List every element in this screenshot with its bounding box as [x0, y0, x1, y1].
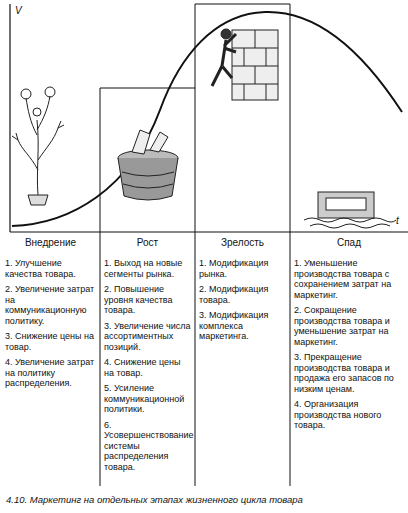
stage-action: 1. Уменьшение производства товара с сохр…	[294, 258, 404, 300]
axis-label: t	[396, 216, 399, 227]
y-axis	[9, 4, 10, 232]
pot	[28, 195, 48, 205]
body	[212, 34, 236, 86]
plant-illustration	[12, 87, 64, 205]
water	[310, 224, 390, 228]
stage-heading: Спад	[294, 237, 404, 249]
column-dividers	[100, 4, 290, 486]
wall	[232, 30, 278, 100]
head	[221, 29, 231, 39]
stage-action: 5. Усиление коммуникационной политики.	[104, 383, 191, 415]
axes	[10, 4, 408, 232]
stage-action: 2. Повышение уровня качества товара.	[104, 284, 191, 316]
divider	[290, 4, 291, 486]
stage-action: 3. Снижение цены на товар.	[5, 331, 96, 352]
stage-action: 3. Увеличение числа ассортиментных позиц…	[104, 321, 191, 353]
stage-action: 6. Усовершенствование системы распределе…	[104, 420, 191, 473]
stage-action: 4. Увеличение затрат на политику распред…	[5, 357, 96, 389]
stage-action: 4. Организация производства нового товар…	[294, 399, 404, 431]
flower	[33, 108, 41, 116]
climber-illustration	[212, 29, 278, 100]
divider	[195, 4, 196, 486]
stage-heading: Внедрение	[5, 237, 96, 249]
stage-action: 4. Снижение цены на товар.	[104, 357, 191, 378]
sinking-box-illustration	[304, 192, 396, 228]
stage-action: 3. Модификация комплекса маркетинга.	[199, 310, 286, 342]
stage-action: 1. Выход на новые сегменты рынка.	[104, 258, 191, 279]
life-cycle-curve	[12, 12, 402, 226]
flower	[45, 87, 55, 97]
frame-top	[100, 88, 195, 89]
box	[318, 192, 374, 218]
axis-label: V	[15, 6, 22, 17]
basket-illustration	[118, 130, 178, 200]
x-axis	[10, 231, 408, 232]
stage-action: 2. Сокращение производства товара и умен…	[294, 305, 404, 347]
stage-heading: Рост	[104, 237, 191, 249]
divider	[100, 88, 101, 486]
stems	[18, 96, 58, 195]
bricks	[232, 30, 278, 100]
figure-caption: 4.10. Маркетинг на отдельных этапах жизн…	[6, 494, 404, 506]
basket-body	[118, 158, 178, 200]
flower	[21, 89, 31, 99]
stage-action: 1. Модификация рынка.	[199, 258, 286, 279]
frame-top	[195, 4, 290, 5]
leaves	[12, 121, 64, 140]
water	[304, 218, 396, 222]
stage-action: 3. Прекращение производства товара и про…	[294, 352, 404, 394]
box-panel	[326, 198, 366, 210]
stage-action: 2. Увеличение затрат на коммуникационную…	[5, 284, 96, 326]
banknotes	[132, 130, 168, 154]
stage-heading: Зрелость	[199, 237, 286, 249]
stage-action: 2. Модификация товара.	[199, 284, 286, 305]
basket-weave	[122, 172, 174, 188]
stage-action: 1. Улучшение качества товара.	[5, 258, 96, 279]
